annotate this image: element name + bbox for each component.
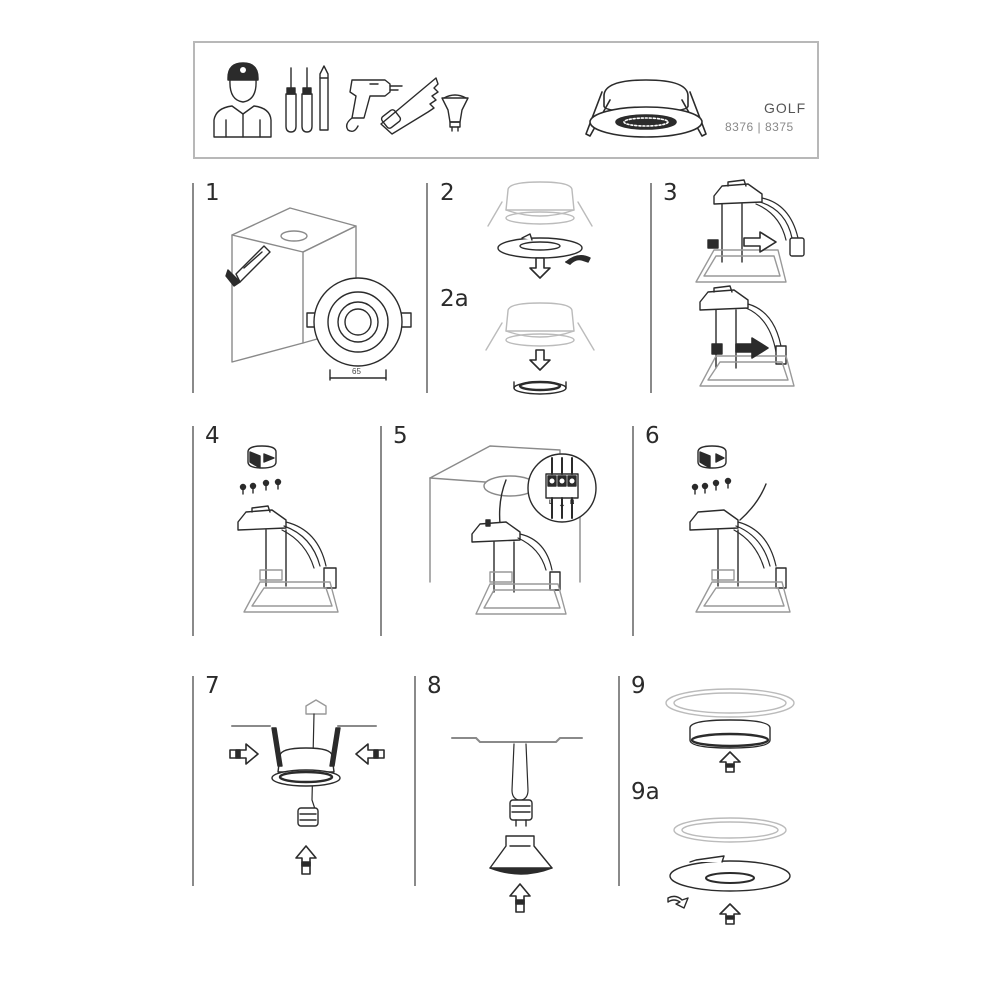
step5-terminal-block-detail	[527, 453, 597, 523]
step-number-4: 4	[205, 423, 220, 449]
terminal-label-neutral: N	[570, 500, 575, 506]
step9a-attach-trim	[667, 817, 791, 925]
step4-screws	[239, 478, 282, 495]
terminal-label-earth: ⏚	[559, 503, 566, 509]
step-number-5: 5	[393, 423, 408, 449]
step3-separator	[650, 183, 652, 393]
step4-assembly	[237, 505, 339, 613]
step-number-9a: 9a	[631, 779, 660, 805]
terminal-label-live: L	[549, 500, 553, 506]
step3-connector-assembly-top	[695, 179, 805, 283]
installer-icon	[213, 62, 272, 138]
step4-separator	[192, 426, 194, 636]
step9-attach-ring	[665, 688, 795, 773]
step8-insert-bulb	[451, 737, 583, 875]
step2-separator	[426, 183, 428, 393]
step7-install-in-ceiling	[231, 699, 377, 827]
step7-separator	[192, 676, 194, 886]
cutout-dimension-label: 65	[352, 367, 361, 376]
step6-screwdriver-rotate-icon	[697, 445, 727, 469]
screwdrivers-icon	[285, 67, 313, 133]
step5-assembly	[471, 479, 567, 615]
step7-push-arrows	[229, 743, 385, 875]
step-number-6: 6	[645, 423, 660, 449]
step3-connector-assembly-bottom	[699, 285, 795, 387]
step6-assembly	[689, 483, 791, 613]
header-downlight-icon	[585, 79, 707, 138]
step-number-3: 3	[663, 180, 678, 206]
step6-screws	[691, 477, 732, 495]
step-number-7: 7	[205, 673, 220, 699]
step5-separator	[380, 426, 382, 636]
step-number-8: 8	[427, 673, 442, 699]
pencil-icon	[319, 65, 329, 131]
step-number-2: 2	[440, 180, 455, 206]
header-box	[193, 41, 819, 159]
step8-separator	[414, 676, 416, 886]
step-number-2a: 2a	[440, 286, 469, 312]
step-number-9: 9	[631, 673, 646, 699]
step1-separator	[192, 183, 194, 393]
step6-separator	[632, 426, 634, 636]
product-name: GOLF	[764, 100, 807, 116]
product-codes: 8376 | 8375	[725, 120, 794, 134]
keyhole-saw-icon	[225, 245, 271, 287]
step2-remove-trim	[487, 181, 593, 279]
gu10-bulb-icon	[441, 94, 469, 132]
drill-icon	[345, 79, 403, 133]
step-number-1: 1	[205, 180, 220, 206]
downlight-front-view	[306, 277, 412, 381]
saw-icon	[380, 77, 439, 135]
step9-separator	[618, 676, 620, 886]
step2a-remove-ring	[485, 302, 595, 395]
step8-push-arrow	[509, 883, 531, 913]
step4-screwdriver-rotate-icon	[247, 445, 277, 469]
